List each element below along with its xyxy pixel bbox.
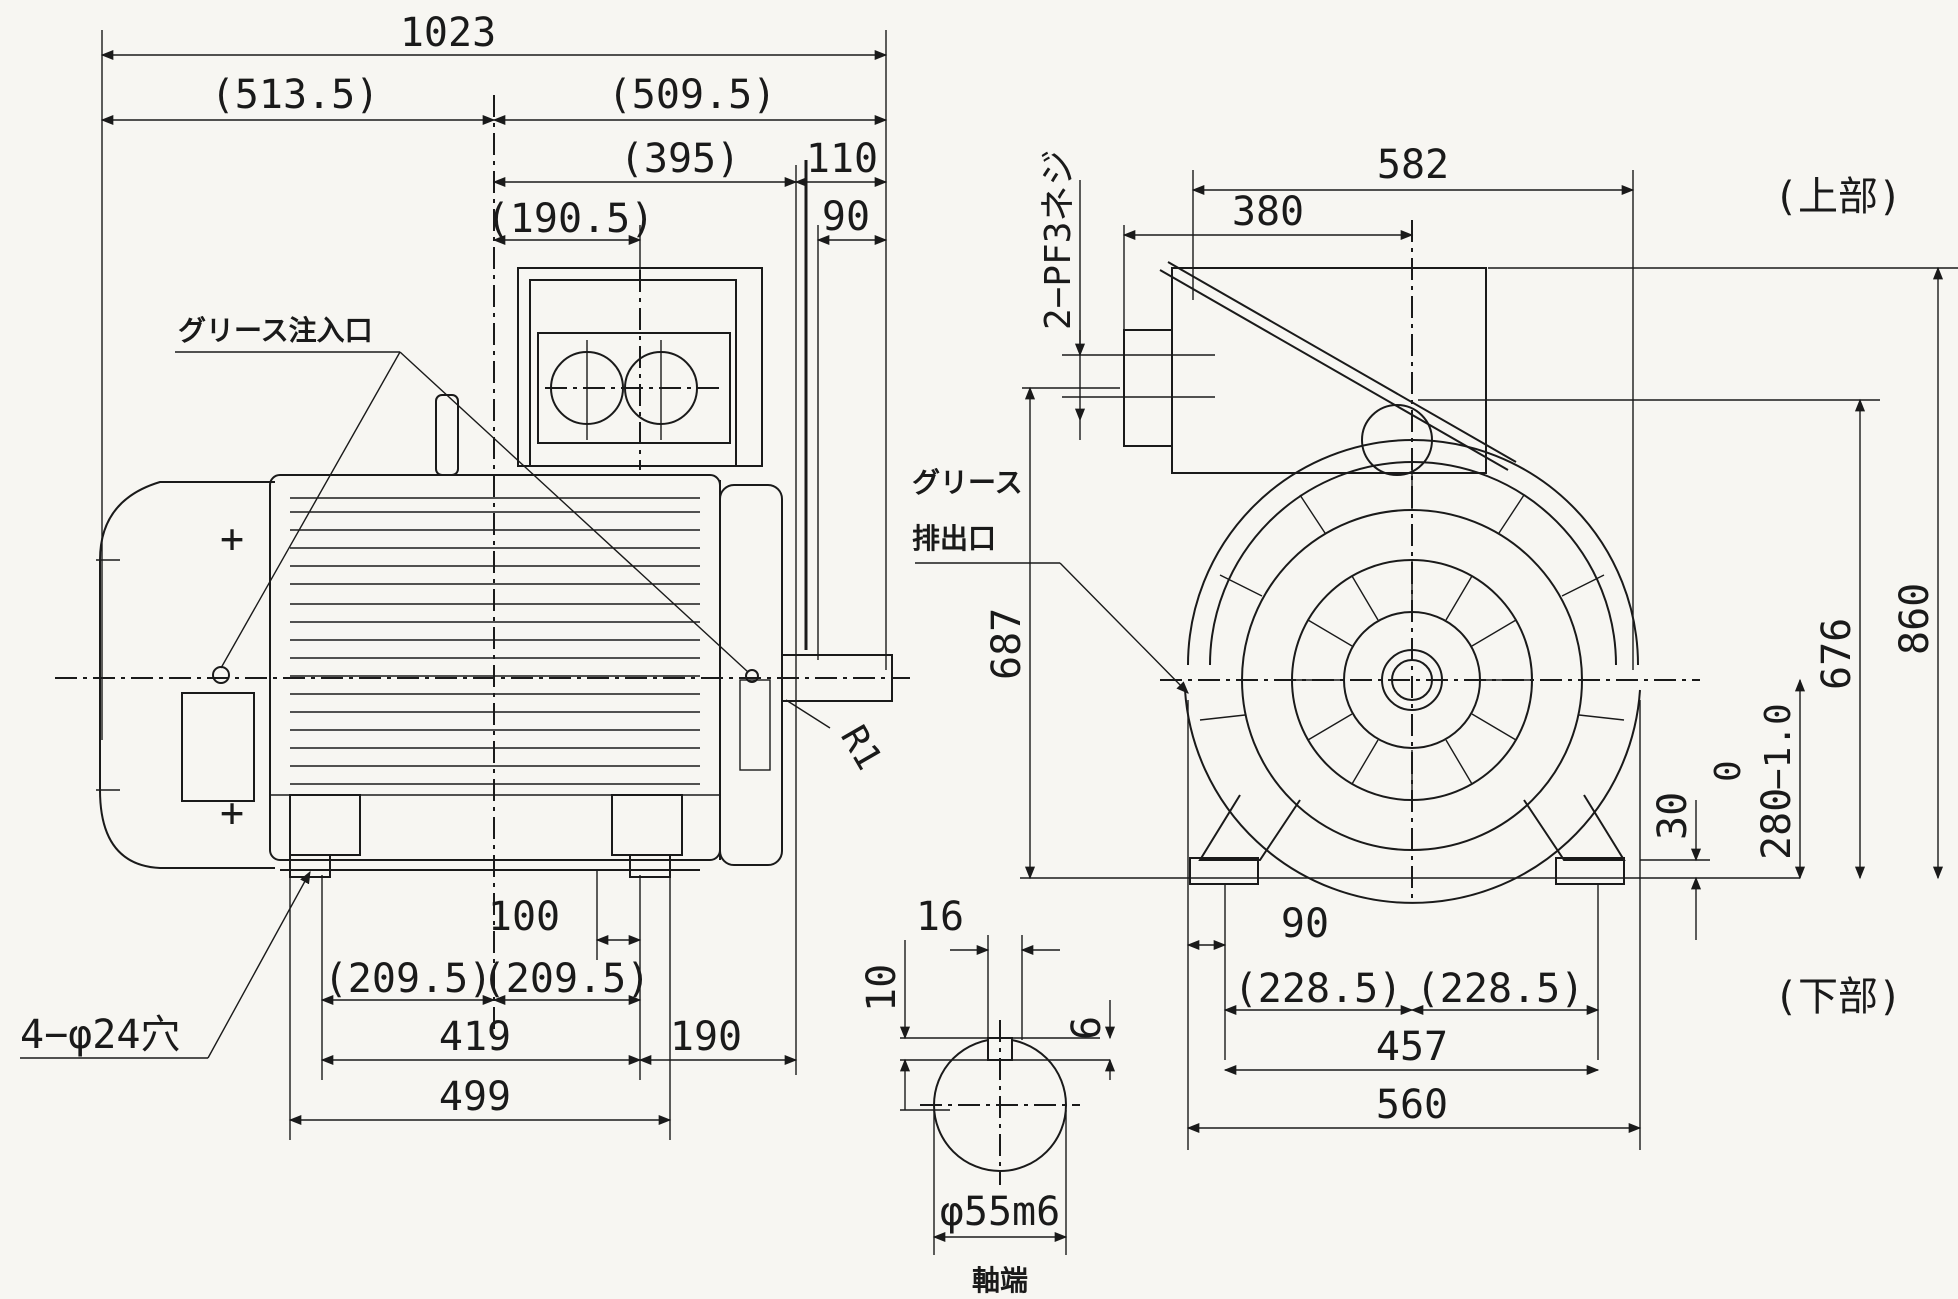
tolerance-lower: −1.0 (1758, 703, 1799, 790)
dim-90-front: 90 (1281, 901, 1329, 947)
dim-395: (395) (620, 136, 740, 182)
dim-228-5-right: (228.5) (1416, 966, 1585, 1012)
dim-10: 10 (859, 964, 905, 1012)
dim-209-5-right: (209.5) (482, 956, 651, 1002)
thread-label: 2−PF3ネジ (1038, 150, 1079, 330)
shaft-end-labels: 16 10 6 φ55m6 軸端 (859, 894, 1110, 1297)
dim-419: 419 (439, 1014, 511, 1060)
side-view (20, 30, 910, 1140)
dim-100: 100 (488, 894, 560, 940)
front-view-labels: 582 380 2−PF3ネジ (上部) (下部) グリース 排出口 687 6… (912, 142, 1938, 1128)
dim-457: 457 (1376, 1024, 1448, 1070)
dim-90-side: 90 (822, 194, 870, 240)
shaft-diameter: φ55m6 (940, 1189, 1060, 1235)
plus-mark-top: + (220, 516, 244, 562)
dim-190-5: (190.5) (486, 196, 655, 242)
dim-16: 16 (916, 894, 964, 940)
dim-6: 6 (1064, 1016, 1110, 1040)
dim-582: 582 (1377, 142, 1449, 188)
radius-r1: R1 (832, 719, 889, 777)
dim-676: 676 (1814, 618, 1860, 690)
grease-inlet-label: グリース注入口 (178, 314, 373, 347)
dim-1023: 1023 (400, 10, 496, 56)
side-view-labels: 1023 (513.5) (509.5) (395) (190.5) 110 9… (20, 10, 889, 1120)
mounting-holes-label: 4−φ24穴 (20, 1012, 180, 1058)
dim-110: 110 (806, 136, 878, 182)
radial-fins (1199, 465, 1625, 800)
top-side-label: (上部) (1774, 174, 1902, 220)
dim-509-5: (509.5) (608, 72, 777, 118)
grease-outlet-label-2: 排出口 (912, 522, 996, 555)
grease-outlet-label-1: グリース (912, 466, 1023, 499)
plus-mark-bottom: + (220, 790, 244, 836)
shaft-end-caption: 軸端 (972, 1264, 1028, 1297)
dim-380: 380 (1232, 189, 1304, 235)
bottom-side-label: (下部) (1774, 974, 1902, 1020)
dim-228-5-left: (228.5) (1234, 966, 1403, 1012)
dim-499: 499 (439, 1074, 511, 1120)
dim-209-5-left: (209.5) (324, 956, 493, 1002)
dim-687: 687 (984, 608, 1030, 680)
shaft-end-view (899, 935, 1116, 1255)
front-view (915, 170, 1958, 1150)
dim-190: 190 (670, 1014, 742, 1060)
dim-30: 30 (1650, 792, 1696, 840)
dim-280: 280 (1754, 788, 1800, 860)
dim-560: 560 (1376, 1082, 1448, 1128)
tolerance-upper: 0 (1708, 760, 1749, 782)
dim-860: 860 (1892, 583, 1938, 655)
dim-513-5: (513.5) (211, 72, 380, 118)
